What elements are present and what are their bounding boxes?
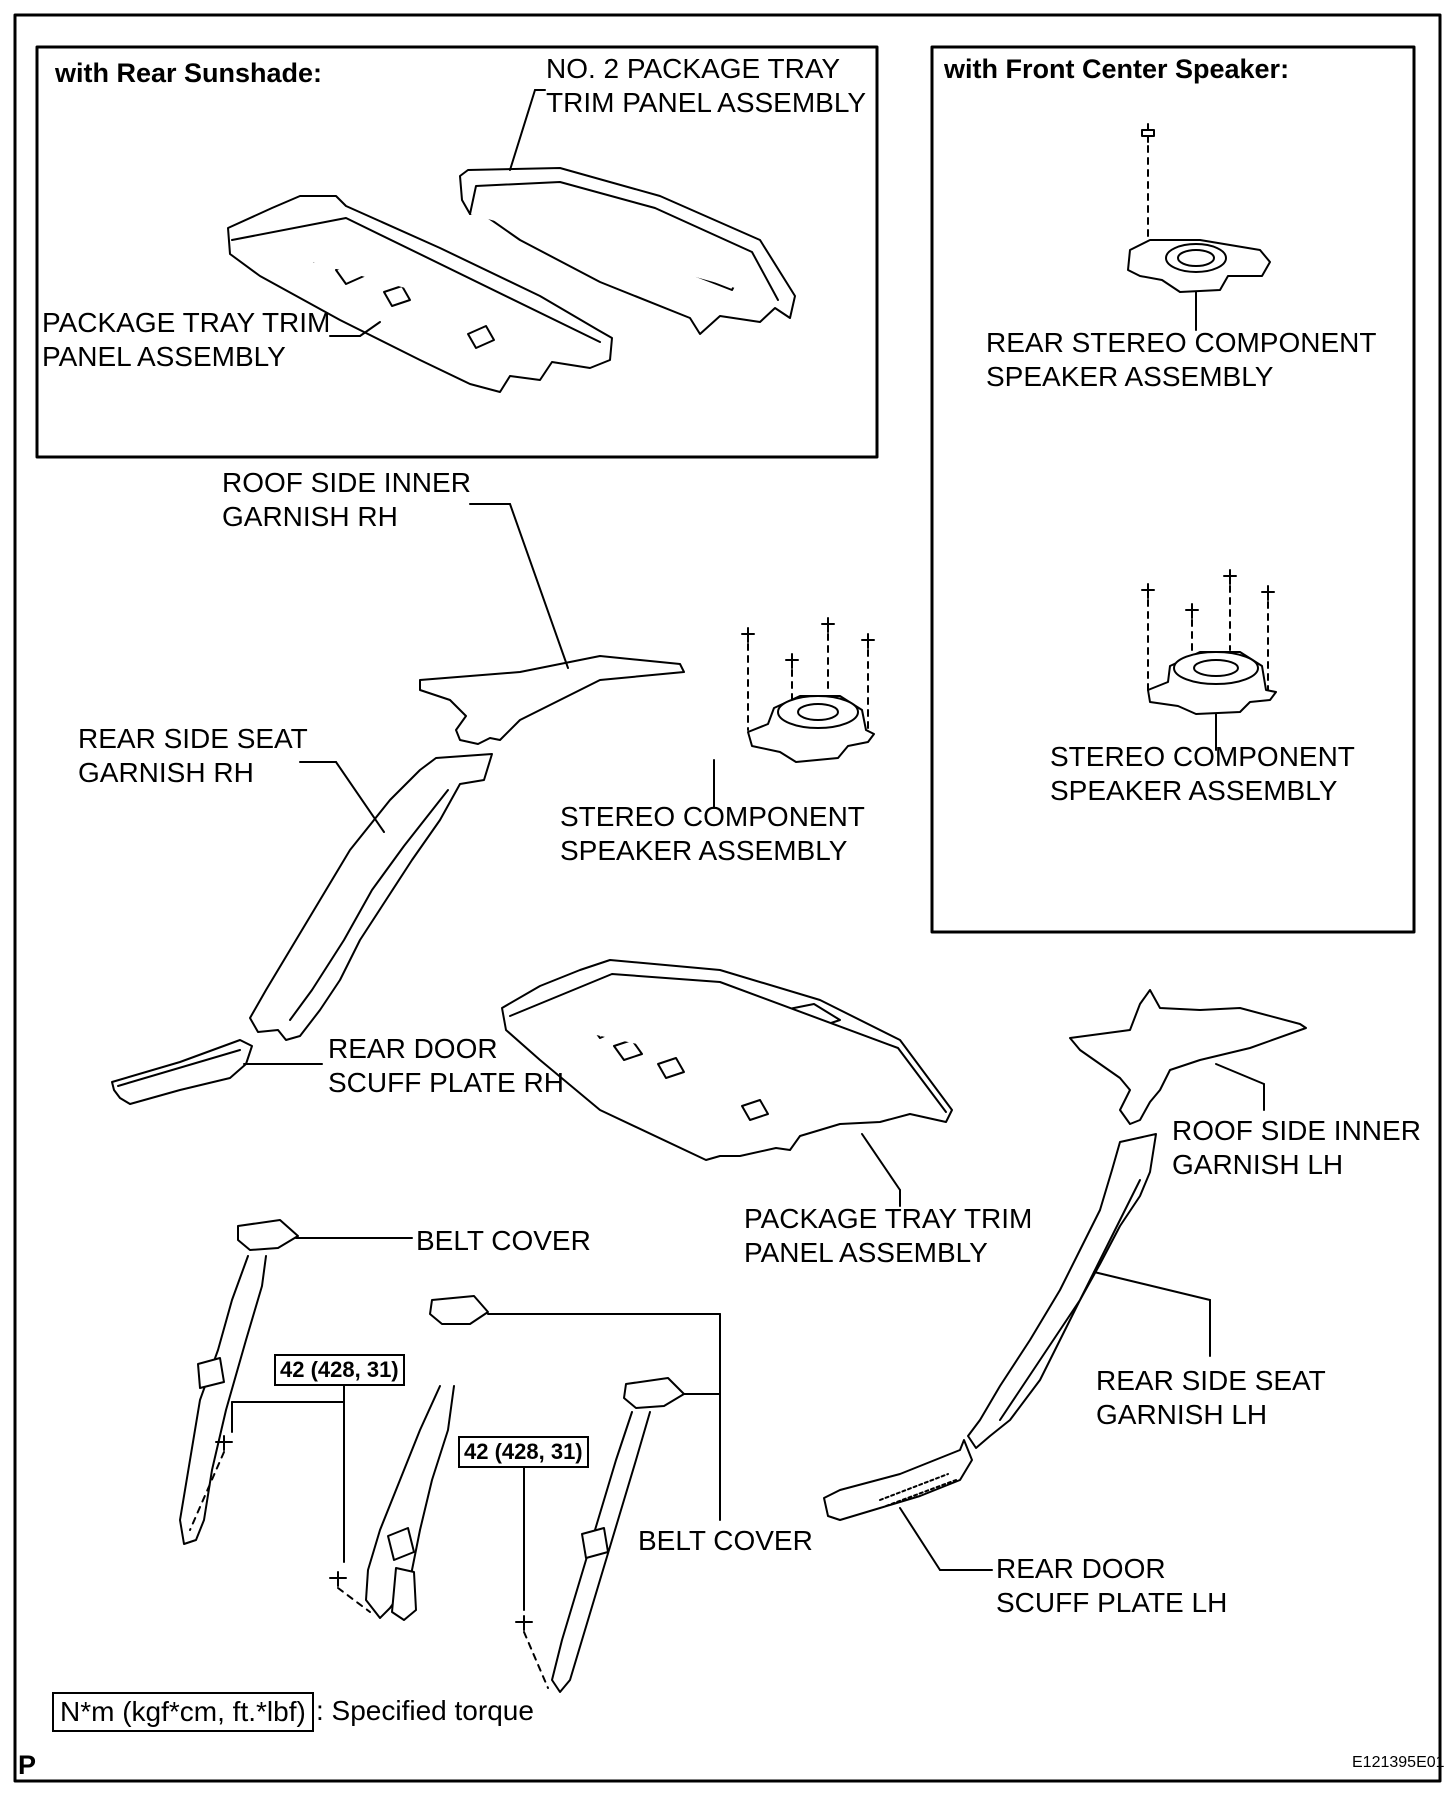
scuff-lh-leader	[899, 1507, 941, 1571]
belt-cover-label-1: BELT COVER	[416, 1225, 591, 1256]
stereo-speaker-main	[741, 617, 875, 763]
no2-package-tray-label: NO. 2 PACKAGE TRAY TRIM PANEL ASSEMBLY	[546, 53, 867, 118]
outer-frame	[13, 13, 1442, 1783]
roof-side-garnish-lh	[1069, 989, 1307, 1125]
front-center-speaker-inset-frame	[930, 45, 1416, 934]
belt-assembly-center	[329, 1295, 489, 1621]
roof-side-garnish-rh-label: ROOF SIDE INNER GARNISH RH	[222, 467, 471, 532]
rear-side-seat-garnish-lh	[967, 1133, 1157, 1449]
rear-sunshade-heading: with Rear Sunshade:	[55, 58, 323, 88]
package-tray-main-label: PACKAGE TRAY TRIM PANEL ASSEMBLY	[744, 1203, 1033, 1268]
figure-id: E121395E01	[1352, 1754, 1445, 1771]
belt-assembly-right	[515, 1377, 685, 1693]
rear-door-scuff-plate-lh-label: REAR DOOR SCUFF PLATE LH	[996, 1553, 1228, 1618]
rear-stereo-speaker-label: REAR STEREO COMPONENT SPEAKER ASSEMBLY	[986, 327, 1377, 392]
rear-stereo-speaker-inset	[1127, 123, 1271, 293]
stereo-speaker-inset	[1141, 569, 1277, 715]
stereo-speaker-main-label: STEREO COMPONENT SPEAKER ASSEMBLY	[560, 801, 865, 866]
rear-side-seat-garnish-lh-label: REAR SIDE SEAT GARNISH LH	[1096, 1365, 1326, 1430]
rear-door-scuff-plate-lh	[823, 1439, 973, 1521]
rear-sunshade-inset-frame	[35, 45, 879, 459]
rear-side-seat-garnish-rh-label: REAR SIDE SEAT GARNISH RH	[78, 723, 308, 788]
roof-side-garnish-lh-label: ROOF SIDE INNER GARNISH LH	[1172, 1115, 1421, 1180]
rear-side-seat-rh-leader	[335, 761, 385, 833]
rear-side-seat-lh-leader	[1093, 1271, 1211, 1301]
rear-door-scuff-plate-rh-label: REAR DOOR SCUFF PLATE RH	[328, 1033, 564, 1098]
front-center-speaker-heading: with Front Center Speaker:	[944, 54, 1290, 84]
no2-package-tray-inset	[459, 167, 796, 335]
package-tray-inset	[227, 195, 613, 393]
package-tray-main-leader	[861, 1133, 901, 1191]
page-letter: P	[18, 1750, 37, 1780]
torque-spec-2: 42 (428, 31)	[458, 1436, 589, 1468]
roof-lh-leader	[1215, 1063, 1265, 1085]
stereo-speaker-inset-label: STEREO COMPONENT SPEAKER ASSEMBLY	[1050, 741, 1355, 806]
no2-tray-leader	[509, 89, 536, 171]
torque-unit-legend-box: N*m (kgf*cm, ft.*lbf)	[52, 1692, 314, 1732]
torque-spec-1: 42 (428, 31)	[274, 1354, 405, 1386]
package-tray-inset-leader2	[359, 321, 381, 337]
belt-assembly-left	[179, 1219, 299, 1545]
roof-rh-leader	[509, 503, 569, 669]
package-tray-inset-label: PACKAGE TRAY TRIM PANEL ASSEMBLY	[42, 307, 331, 372]
roof-side-garnish-rh	[419, 655, 685, 745]
inset-bolts	[1141, 569, 1275, 691]
rear-door-scuff-plate-rh	[111, 1039, 253, 1105]
package-tray-main	[501, 959, 953, 1161]
belt-cover-label-2: BELT COVER	[638, 1525, 813, 1556]
rear-side-seat-garnish-rh	[249, 753, 493, 1041]
torque-legend-description: : Specified torque	[316, 1695, 534, 1726]
